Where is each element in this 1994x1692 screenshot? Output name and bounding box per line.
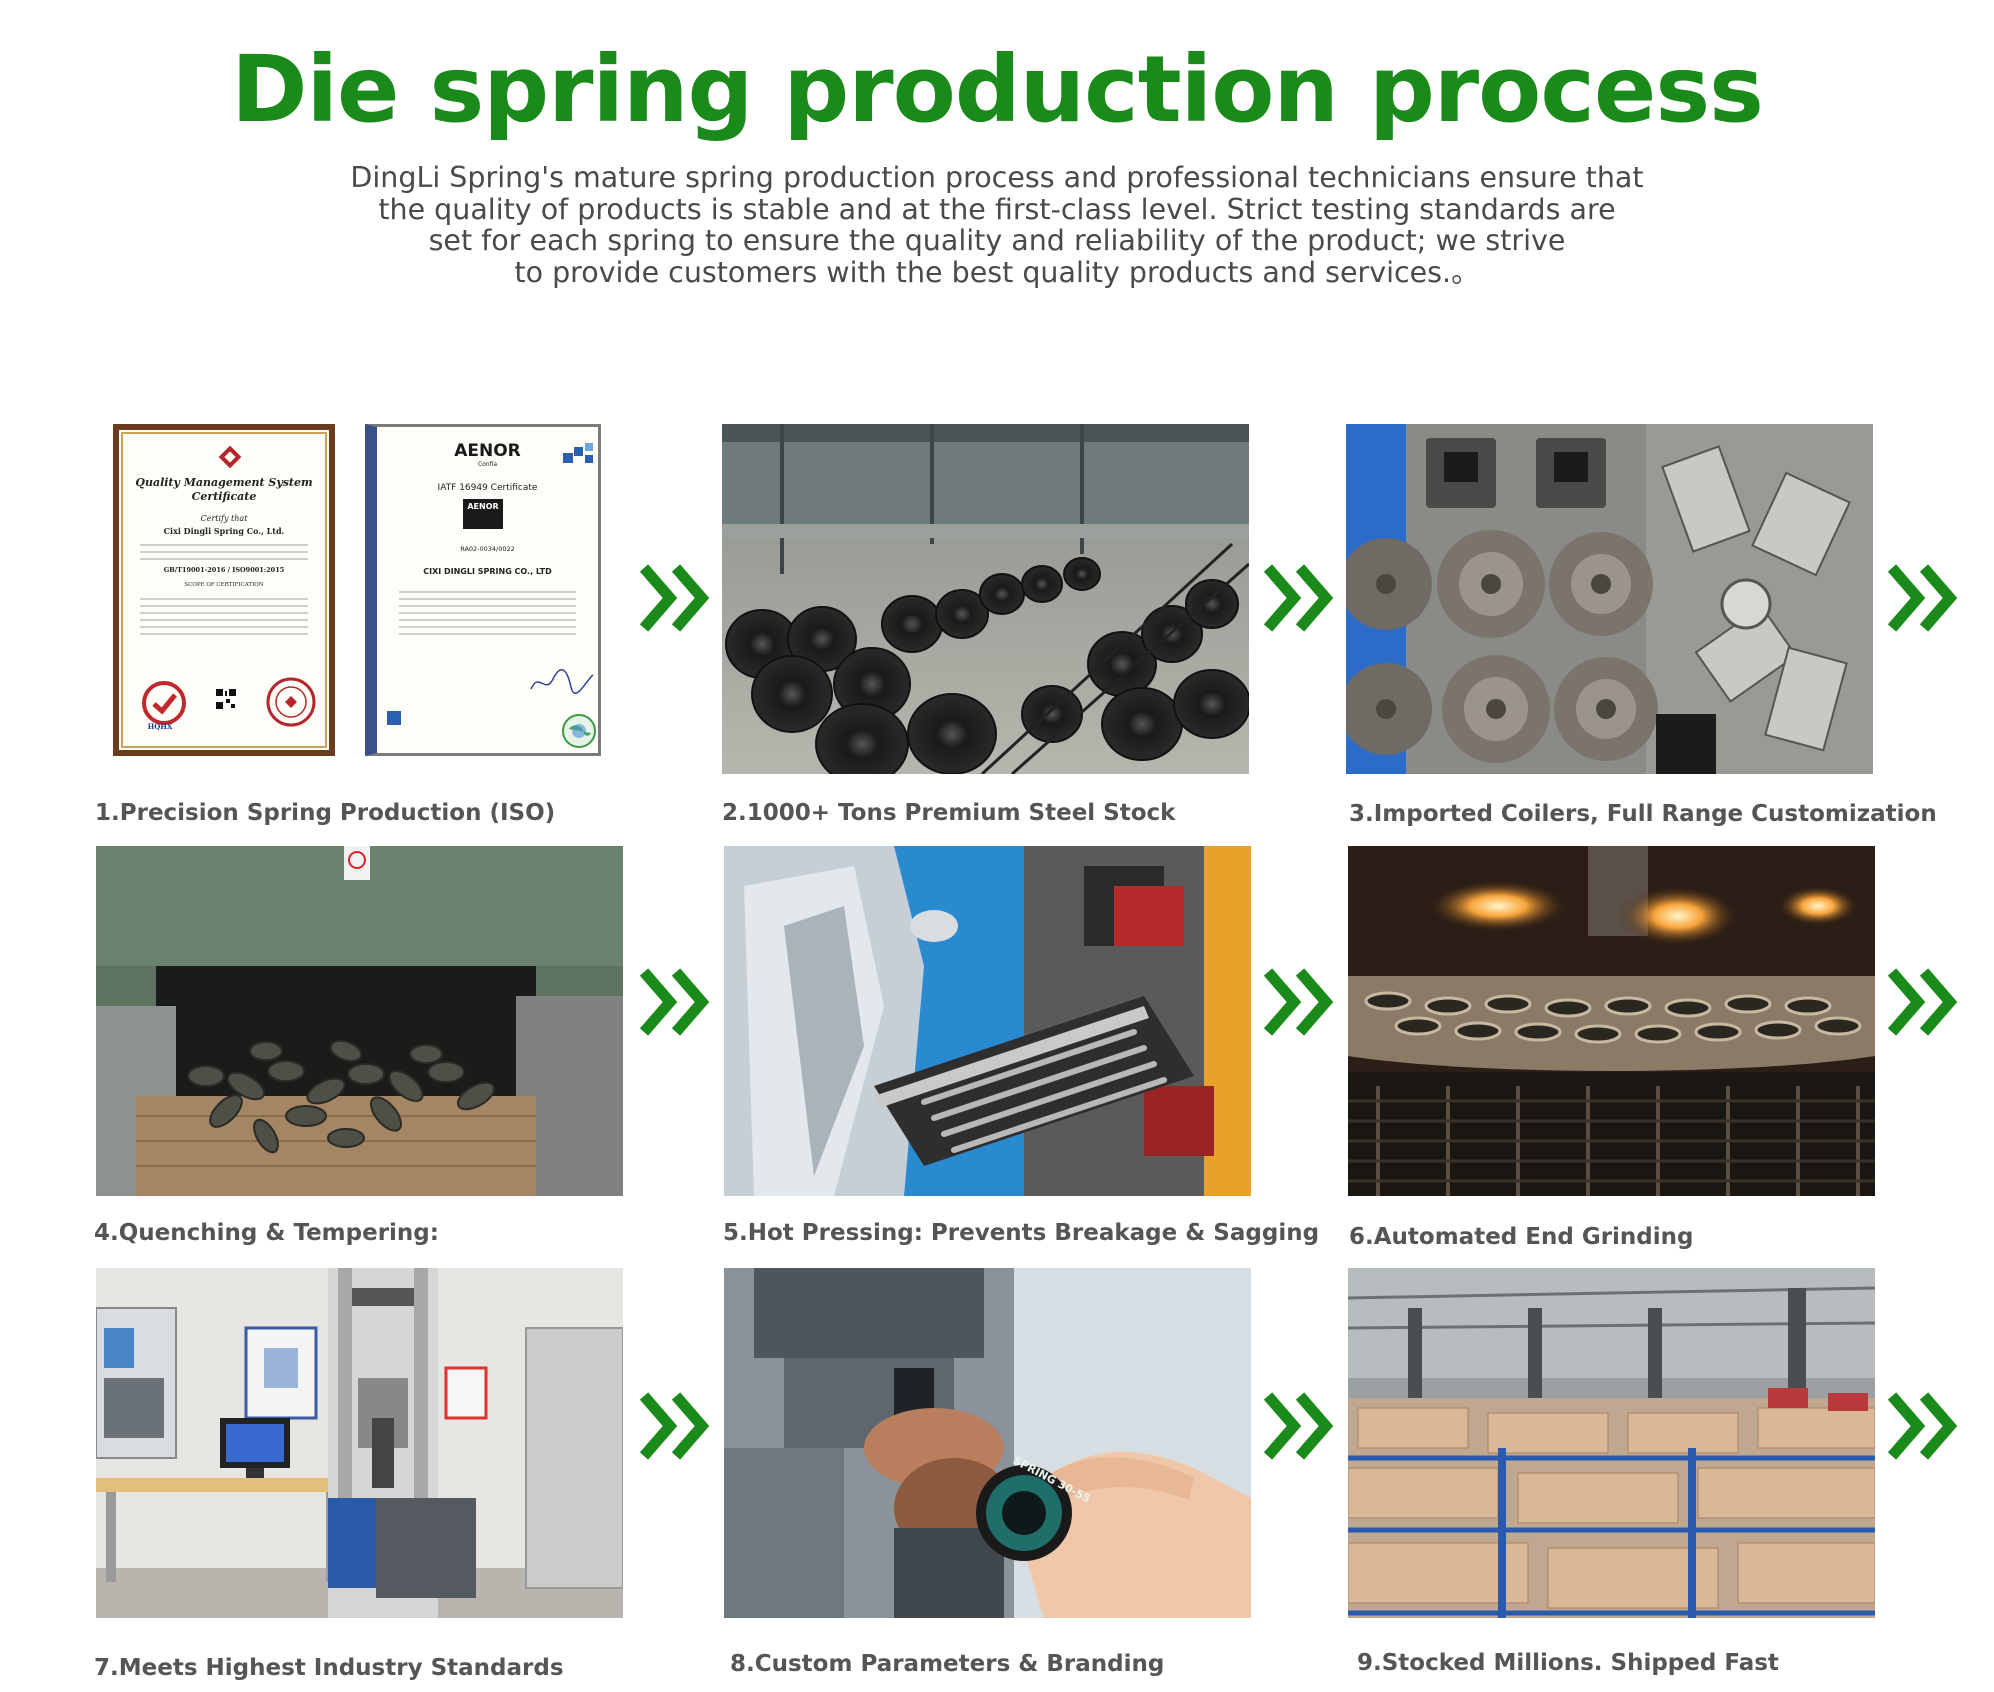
hqhx-seal-icon — [142, 681, 186, 725]
intro-line: DingLi Spring's mature spring production… — [350, 161, 1644, 194]
step-3-photo — [1346, 424, 1873, 774]
intro-line: set for each spring to ensure the qualit… — [428, 224, 1566, 257]
double-chevron-right-icon — [639, 564, 710, 632]
qr-code-icon — [215, 688, 237, 710]
iatf-certificate: AENOR Confía IATF 16949 Certificate AENO… — [365, 424, 601, 756]
step-5-photo — [724, 846, 1251, 1196]
step-7-photo — [96, 1268, 623, 1618]
step-2-caption: 2.1000+ Tons Premium Steel Stock — [722, 800, 1176, 826]
arrow-4-5 — [638, 962, 712, 1042]
red-stamp-icon — [266, 677, 316, 727]
double-chevron-right-icon — [1887, 968, 1958, 1036]
double-chevron-right-icon — [1263, 1392, 1334, 1460]
arrow-6-7 — [1886, 962, 1960, 1042]
aenor-mark-icon — [563, 443, 593, 463]
qms-certificate: Quality Management System Certificate Ce… — [113, 424, 335, 756]
iatf-company: CIXI DINGLI SPRING CO., LTD — [423, 567, 552, 576]
iatf-number: RA02-0034/0022 — [460, 545, 515, 553]
step-4-caption: 4.Quenching & Tempering: — [94, 1220, 439, 1246]
arrow-8-9 — [1262, 1386, 1336, 1466]
aenor-brand-sub: Confía — [477, 461, 498, 468]
globe-seal-icon — [562, 714, 596, 748]
intro-line: to provide customers with the best quali… — [514, 255, 1480, 289]
step-8-photo: SPRING 30-55 — [724, 1268, 1251, 1618]
step-1-caption: 1.Precision Spring Production (ISO) — [95, 800, 556, 826]
step-1-certificates: Quality Management System Certificate Ce… — [95, 424, 622, 764]
qms-standard: GB/T19001-2016 / ISO9001:2015 — [163, 566, 285, 574]
step-6-caption: 6.Automated End Grinding — [1349, 1224, 1694, 1250]
qms-hqhx: HQHX — [147, 722, 173, 731]
step-8-caption: 8.Custom Parameters & Branding — [730, 1651, 1165, 1677]
aenor-brand: AENOR — [454, 441, 521, 461]
step-9-caption: 9.Stocked Millions. Shipped Fast — [1357, 1650, 1779, 1676]
step-6-photo — [1348, 846, 1875, 1196]
iatf-title: IATF 16949 Certificate — [437, 483, 538, 493]
qms-certify: Certify that — [200, 514, 248, 523]
intro-paragraph: DingLi Spring's mature spring production… — [300, 162, 1694, 288]
step-4-photo — [96, 846, 623, 1196]
step-5-caption: 5.Hot Pressing: Prevents Breakage & Sagg… — [723, 1220, 1320, 1246]
intro-line: the quality of products is stable and at… — [378, 192, 1616, 226]
step-9-photo — [1348, 1268, 1875, 1618]
arrow-3-4 — [1886, 558, 1960, 638]
certificate-logo-icon — [218, 445, 242, 469]
signature-icon — [530, 669, 594, 695]
qms-company: Cixi Dingli Spring Co., Ltd. — [163, 526, 285, 536]
double-chevron-right-icon — [1887, 564, 1958, 632]
arrow-1-2 — [638, 558, 712, 638]
qms-title-line1: Quality Management System — [135, 476, 313, 489]
step-7-caption: 7.Meets Highest Industry Standards — [94, 1655, 564, 1681]
arrow-7-8 — [638, 1386, 712, 1466]
qms-scope: SCOPE OF CERTIFICATION — [184, 582, 264, 588]
double-chevron-right-icon — [1263, 968, 1334, 1036]
double-chevron-right-icon — [1887, 1392, 1958, 1460]
double-chevron-right-icon — [1263, 564, 1334, 632]
qms-title-line2: Certificate — [191, 490, 257, 503]
step-2-photo — [722, 424, 1249, 774]
page-title: Die spring production process — [231, 36, 1764, 143]
aenor-small-mark — [387, 711, 401, 725]
double-chevron-right-icon — [639, 968, 710, 1036]
arrow-9-end — [1886, 1386, 1960, 1466]
double-chevron-right-icon — [639, 1392, 710, 1460]
aenor-badge: AENOR — [463, 499, 503, 529]
arrow-5-6 — [1262, 962, 1336, 1042]
step-3-caption: 3.Imported Coilers, Full Range Customiza… — [1349, 801, 1937, 827]
arrow-2-3 — [1262, 558, 1336, 638]
